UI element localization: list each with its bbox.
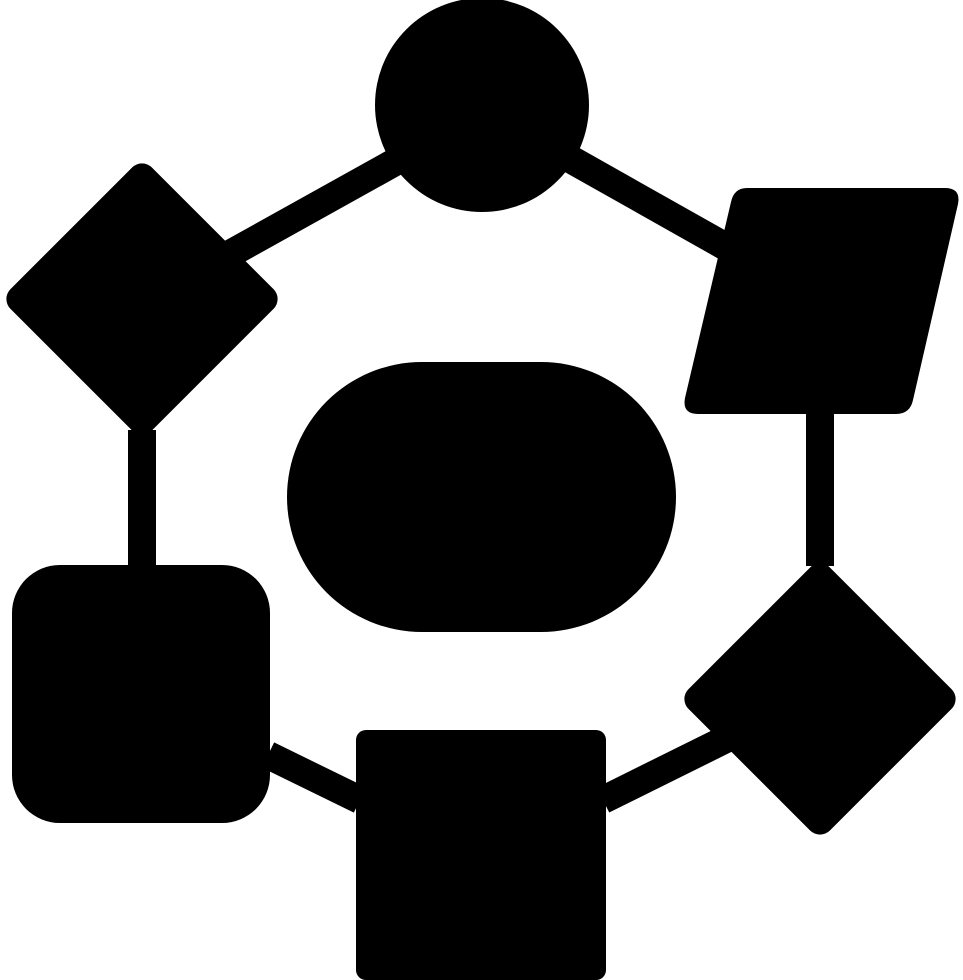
connector-circle-to-parallelogram — [565, 147, 735, 261]
diamond-node-right — [684, 563, 956, 835]
parallelogram-node — [684, 188, 959, 414]
connector-lines — [128, 147, 834, 813]
connector-rounded-square-to-square — [261, 742, 367, 813]
connector-right-diamond-to-square — [596, 725, 735, 813]
rounded-square-node — [12, 565, 270, 823]
connector-circle-to-diamond — [221, 149, 402, 268]
circle-node — [375, 0, 589, 212]
diamond-node-left — [6, 163, 278, 435]
stadium-node-center — [287, 362, 676, 632]
square-node-bottom — [356, 730, 606, 980]
